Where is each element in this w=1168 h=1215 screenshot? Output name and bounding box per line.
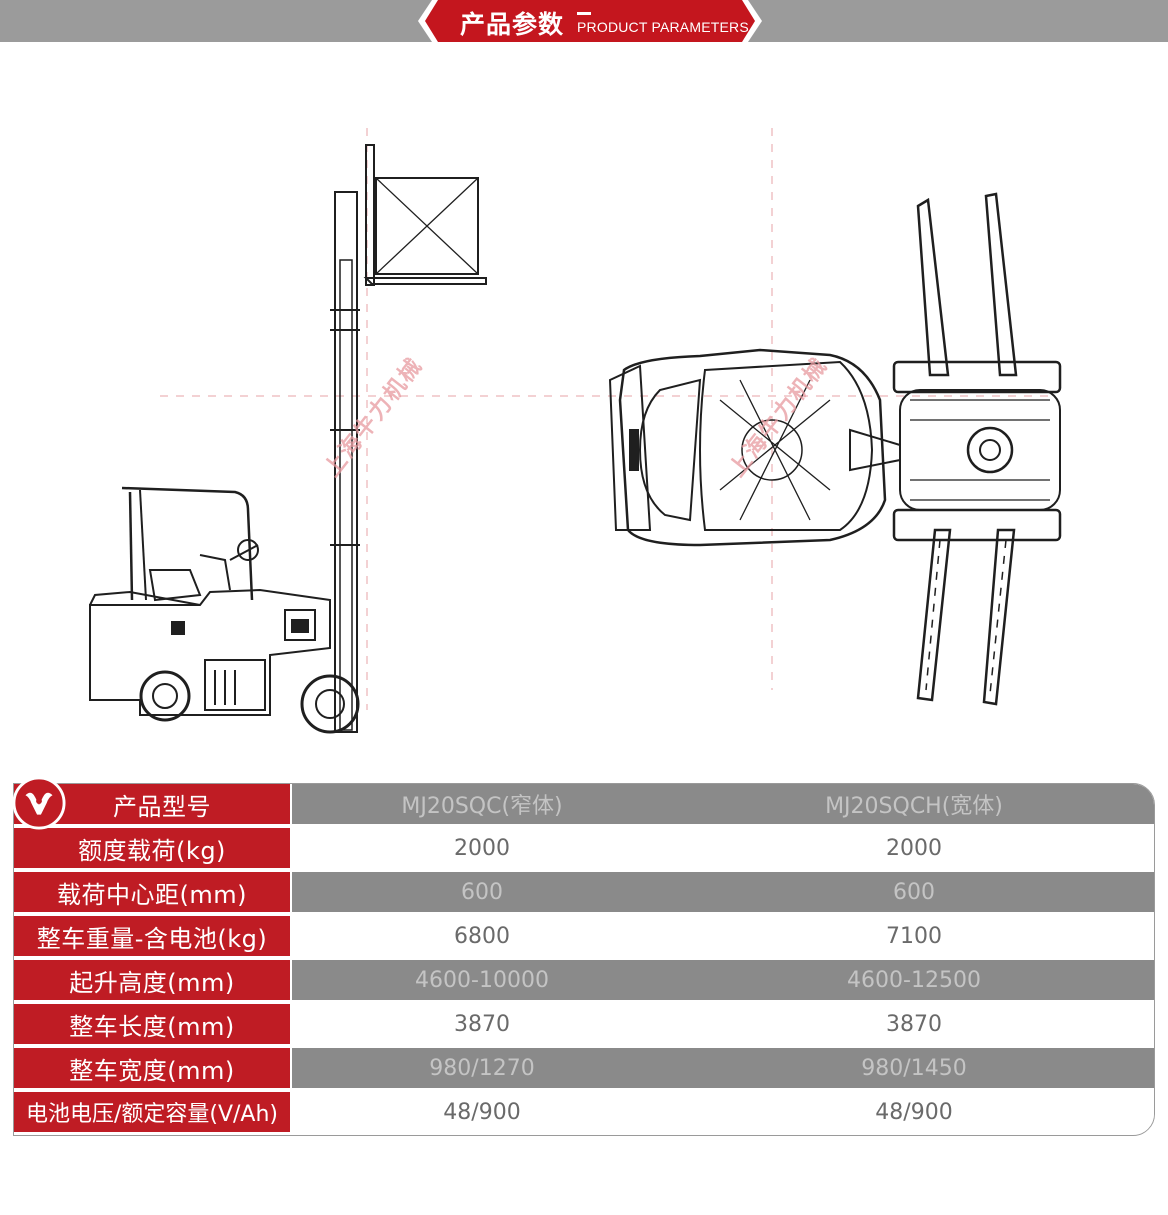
model-1-value: 980/1270 bbox=[292, 1048, 672, 1088]
model-1-value: 3870 bbox=[292, 1004, 672, 1044]
banner-ribbon bbox=[418, 0, 762, 42]
model-2-value: 3870 bbox=[672, 1004, 1154, 1044]
table-row: 电池电压/额定容量(V/Ah) 48/900 48/900 bbox=[14, 1092, 1154, 1135]
model-2-value: 48/900 bbox=[672, 1092, 1154, 1132]
row-label: 载荷中心距(mm) bbox=[14, 872, 290, 912]
table-header-row: 产品型号 MJ20SQC(窄体) MJ20SQCH(宽体) bbox=[14, 784, 1154, 828]
side-view bbox=[89, 144, 487, 734]
model-2-value: 980/1450 bbox=[672, 1048, 1154, 1088]
model-2-value: 7100 bbox=[672, 916, 1154, 956]
table-row: 载荷中心距(mm) 600 600 bbox=[14, 872, 1154, 916]
row-label: 整车长度(mm) bbox=[14, 1004, 290, 1044]
page-subtitle: PRODUCT PARAMETERS bbox=[577, 19, 749, 35]
row-label: 额度载荷(kg) bbox=[14, 828, 290, 868]
row-label: 电池电压/额定容量(V/Ah) bbox=[14, 1092, 290, 1132]
top-view bbox=[608, 192, 1062, 706]
row-label: 起升高度(mm) bbox=[14, 960, 290, 1000]
table-row: 整车重量-含电池(kg) 6800 7100 bbox=[14, 916, 1154, 960]
brand-logo-icon bbox=[12, 776, 66, 830]
table-row: 整车长度(mm) 3870 3870 bbox=[14, 1004, 1154, 1048]
table-row: 起升高度(mm) 4600-10000 4600-12500 bbox=[14, 960, 1154, 1004]
model-1-value: 2000 bbox=[292, 828, 672, 868]
model-1-name: MJ20SQC(窄体) bbox=[292, 784, 672, 824]
model-2-name: MJ20SQCH(宽体) bbox=[672, 784, 1154, 824]
model-2-value: 2000 bbox=[672, 828, 1154, 868]
forklift-drawings: 上海牛力机械 上海牛力机械 bbox=[0, 100, 1168, 760]
model-2-value: 600 bbox=[672, 872, 1154, 912]
model-1-value: 48/900 bbox=[292, 1092, 672, 1132]
model-1-value: 600 bbox=[292, 872, 672, 912]
table-row: 整车宽度(mm) 980/1270 980/1450 bbox=[14, 1048, 1154, 1092]
model-1-value: 6800 bbox=[292, 916, 672, 956]
row-label: 整车重量-含电池(kg) bbox=[14, 916, 290, 956]
table-row: 额度载荷(kg) 2000 2000 bbox=[14, 828, 1154, 872]
page-title: 产品参数 bbox=[460, 10, 565, 39]
model-2-value: 4600-12500 bbox=[672, 960, 1154, 1000]
spec-table: 产品型号 MJ20SQC(窄体) MJ20SQCH(宽体) 额度载荷(kg) 2… bbox=[13, 783, 1155, 1136]
title-dash bbox=[577, 12, 591, 15]
forklift-line-drawing bbox=[89, 128, 1062, 734]
section-banner: 产品参数 PRODUCT PARAMETERS bbox=[0, 0, 1168, 42]
row-label: 整车宽度(mm) bbox=[14, 1048, 290, 1088]
model-1-value: 4600-10000 bbox=[292, 960, 672, 1000]
